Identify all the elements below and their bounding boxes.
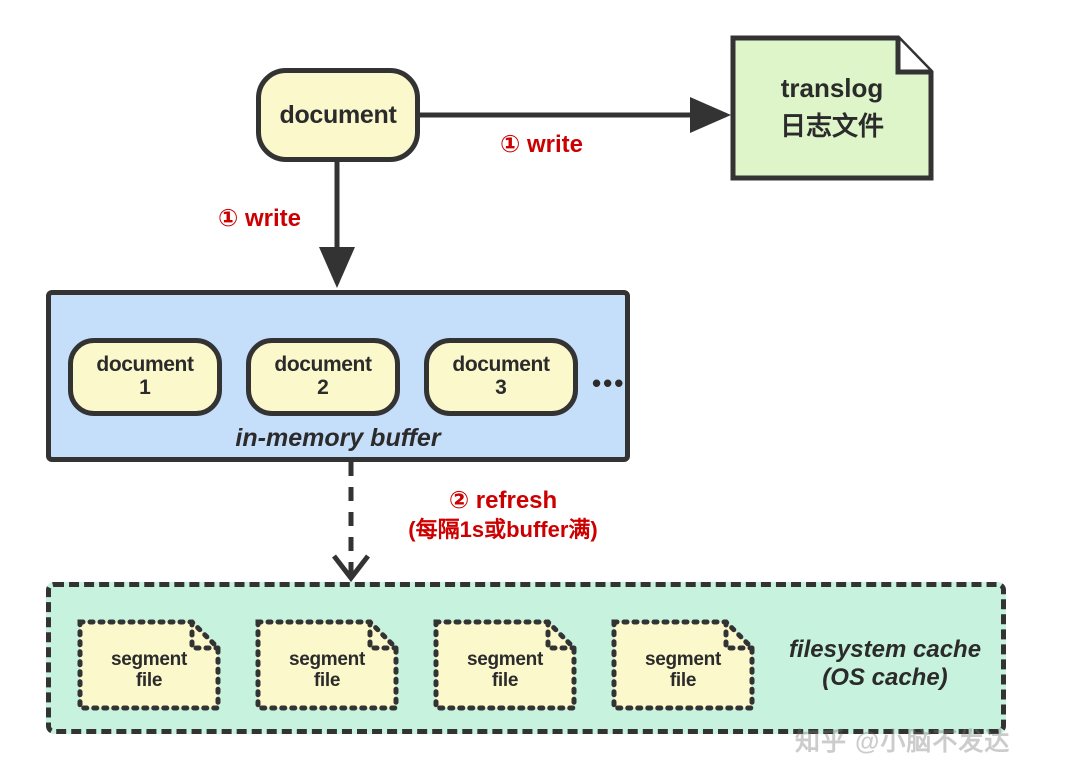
filesystem-cache-label-line2: (OS cache) bbox=[822, 664, 948, 692]
annotation-write-to-translog: ① write bbox=[500, 131, 584, 158]
annotation-refresh: ② refresh (每隔1s或buffer满) bbox=[388, 486, 618, 544]
segment-file-3-line2: file bbox=[491, 670, 519, 691]
translog-node: translog 日志文件 bbox=[733, 38, 931, 178]
buffer-document-3-name: document bbox=[452, 353, 550, 377]
segment-file-1-line1: segment bbox=[110, 648, 188, 670]
filesystem-cache-label: filesystem cache (OS cache) bbox=[770, 636, 1000, 693]
segment-file-3-line1: segment bbox=[466, 648, 544, 670]
annotation-refresh-line2: (每隔1s或buffer满) bbox=[408, 517, 598, 542]
translog-subtitle: 日志文件 bbox=[779, 111, 884, 141]
filesystem-cache-label-line1: filesystem cache bbox=[788, 636, 982, 663]
in-memory-buffer-label: in-memory buffer bbox=[235, 424, 441, 452]
segment-file-3: segment file bbox=[436, 622, 574, 708]
document-node: document bbox=[256, 68, 420, 162]
arrowhead-refresh bbox=[332, 554, 370, 583]
segment-file-1-line2: file bbox=[135, 670, 163, 691]
segment-file-1: segment file bbox=[80, 622, 218, 708]
segment-file-4: segment file bbox=[614, 622, 752, 708]
watermark: 知乎 @小脑不发达 bbox=[795, 728, 1011, 756]
buffer-document-1-index: 1 bbox=[139, 376, 151, 399]
segment-file-2: segment file bbox=[258, 622, 396, 708]
translog-title: translog bbox=[780, 73, 884, 103]
buffer-document-2-index: 2 bbox=[317, 376, 329, 399]
annotation-refresh-line1: ② refresh bbox=[448, 487, 558, 514]
buffer-document-2: document 2 bbox=[246, 338, 400, 416]
buffer-document-1-name: document bbox=[96, 353, 194, 377]
buffer-ellipsis: ••• bbox=[592, 368, 626, 398]
buffer-document-1: document 1 bbox=[68, 338, 222, 416]
annotation-write-to-buffer: ① write bbox=[218, 205, 302, 232]
document-node-label: document bbox=[279, 100, 397, 129]
buffer-document-3-index: 3 bbox=[495, 376, 507, 399]
buffer-document-2-name: document bbox=[274, 353, 372, 377]
segment-file-2-line1: segment bbox=[288, 648, 366, 670]
segment-file-4-line1: segment bbox=[644, 648, 722, 670]
segment-file-2-line2: file bbox=[313, 670, 341, 691]
buffer-document-3: document 3 bbox=[424, 338, 578, 416]
segment-file-4-line2: file bbox=[669, 670, 697, 691]
